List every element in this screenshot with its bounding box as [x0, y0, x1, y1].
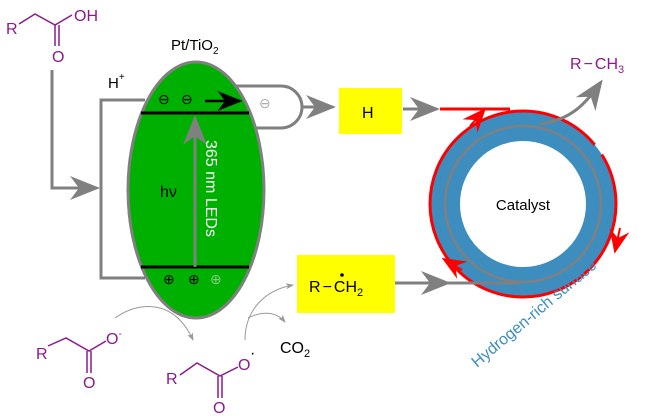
light-source-label: 365 nm LEDs [202, 140, 219, 237]
product-label: R−CH3 [570, 56, 624, 76]
acid-o: O [52, 49, 64, 66]
radical-o-dot: · [250, 345, 255, 362]
radical-dot [340, 273, 344, 277]
radical-label: R−CH2 [309, 279, 363, 299]
bracket-line [99, 98, 145, 280]
radical-o: O [238, 357, 250, 374]
co2-label: CO2 [280, 340, 310, 360]
hole-1: ⊕ [163, 271, 175, 287]
catalyst-label: Catalyst [496, 197, 551, 214]
cycle-arrow-bottom [441, 257, 468, 279]
electron-1: ⊖ [158, 91, 170, 107]
proton-label: H+ [108, 72, 125, 92]
product-arrow [539, 79, 603, 126]
cycle-arrow-right [609, 227, 630, 254]
decarboxylation-arrow [244, 283, 294, 341]
hole-3: ⊕ [210, 271, 222, 287]
acid-oh: OH [74, 8, 98, 25]
hole-2: ⊕ [188, 271, 200, 287]
carboxylate-o-minus: O- [106, 329, 122, 348]
carboxyl-radical-structure [179, 362, 239, 398]
carboxylate-structure [47, 337, 107, 373]
hydrogen-cycle-path [428, 109, 618, 299]
co2-release-arrow [247, 312, 286, 323]
carboxylate-r: R [36, 346, 48, 363]
acid-r: R [6, 21, 18, 38]
reaction-path [443, 124, 603, 284]
electron-2: ⊖ [181, 91, 193, 107]
carboxylate-o: O [83, 375, 95, 392]
radical-o-double: O [213, 400, 225, 416]
oxidation-arrow [114, 306, 194, 341]
catalyst-title: Pt/TiO2 [171, 37, 219, 57]
transferred-electron: ⊖ [259, 95, 271, 111]
h-box [339, 88, 402, 134]
acid-feed-arrow [50, 70, 100, 200]
radical-r: R [166, 371, 178, 388]
h-box-label: H [362, 105, 374, 122]
carboxylic-acid-structure [18, 13, 73, 46]
cycle-arrow-top [462, 108, 486, 133]
radical-box [297, 255, 395, 313]
photon-label: hν [160, 184, 177, 201]
